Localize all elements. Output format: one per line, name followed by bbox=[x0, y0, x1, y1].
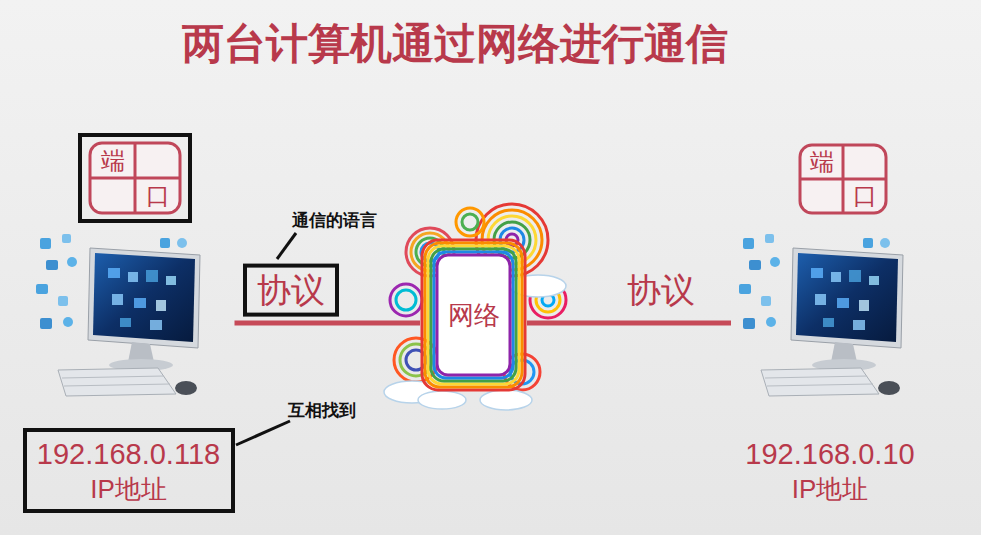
network-frame-ring bbox=[437, 255, 510, 375]
network-frame-ring bbox=[428, 246, 519, 384]
ip-address: 192.168.0.118 bbox=[33, 436, 225, 472]
ip-address: 192.168.0.10 bbox=[741, 436, 919, 472]
network-frame-ring bbox=[434, 252, 513, 378]
connector-line bbox=[527, 321, 731, 326]
port-grid bbox=[82, 137, 188, 219]
network-decoration bbox=[390, 284, 422, 316]
computer-node: 192.168.0.10IP地址 bbox=[731, 232, 929, 513]
network-decoration bbox=[456, 208, 484, 236]
network-label: 网络 bbox=[448, 298, 500, 333]
highlight-box: 192.168.0.118IP地址 bbox=[23, 428, 235, 513]
connector-line bbox=[235, 321, 421, 326]
port-box: 端口 bbox=[78, 133, 192, 223]
network-frame-ring bbox=[431, 249, 516, 381]
leader-line bbox=[236, 421, 290, 445]
protocol-label: 协议 bbox=[627, 270, 695, 311]
network-frame-ring bbox=[422, 240, 525, 390]
port-divider bbox=[90, 177, 180, 180]
diagram-title: 两台计算机通过网络进行通信 bbox=[0, 16, 910, 72]
leader-line bbox=[277, 233, 296, 259]
callout-note: 通信的语言 bbox=[292, 209, 377, 232]
port-outline bbox=[90, 143, 180, 213]
cloud-decoration bbox=[418, 391, 466, 409]
network-decoration bbox=[462, 214, 478, 230]
network-box: 网络 bbox=[420, 238, 527, 392]
callout-note: 互相找到 bbox=[288, 399, 356, 422]
network-decoration bbox=[396, 290, 416, 310]
port-box: 端口 bbox=[798, 143, 888, 215]
computer-illustration bbox=[36, 234, 200, 396]
network-decoration bbox=[390, 204, 566, 390]
computer-node: 192.168.0.118IP地址 bbox=[23, 232, 235, 513]
protocol-label: 协议 bbox=[243, 264, 339, 317]
cloud-decoration bbox=[480, 390, 532, 410]
port-character: 口 bbox=[853, 184, 877, 208]
network-frame-ring bbox=[425, 243, 522, 387]
ip-caption: IP地址 bbox=[33, 473, 225, 506]
computer-illustration bbox=[739, 234, 903, 396]
port-character: 口 bbox=[146, 184, 170, 208]
port-character: 端 bbox=[101, 149, 125, 173]
port-character: 端 bbox=[810, 150, 834, 174]
ip-caption: IP地址 bbox=[741, 473, 919, 506]
address-block: 192.168.0.10IP地址 bbox=[731, 428, 929, 513]
port-divider bbox=[800, 178, 886, 181]
port-outline bbox=[800, 145, 886, 213]
